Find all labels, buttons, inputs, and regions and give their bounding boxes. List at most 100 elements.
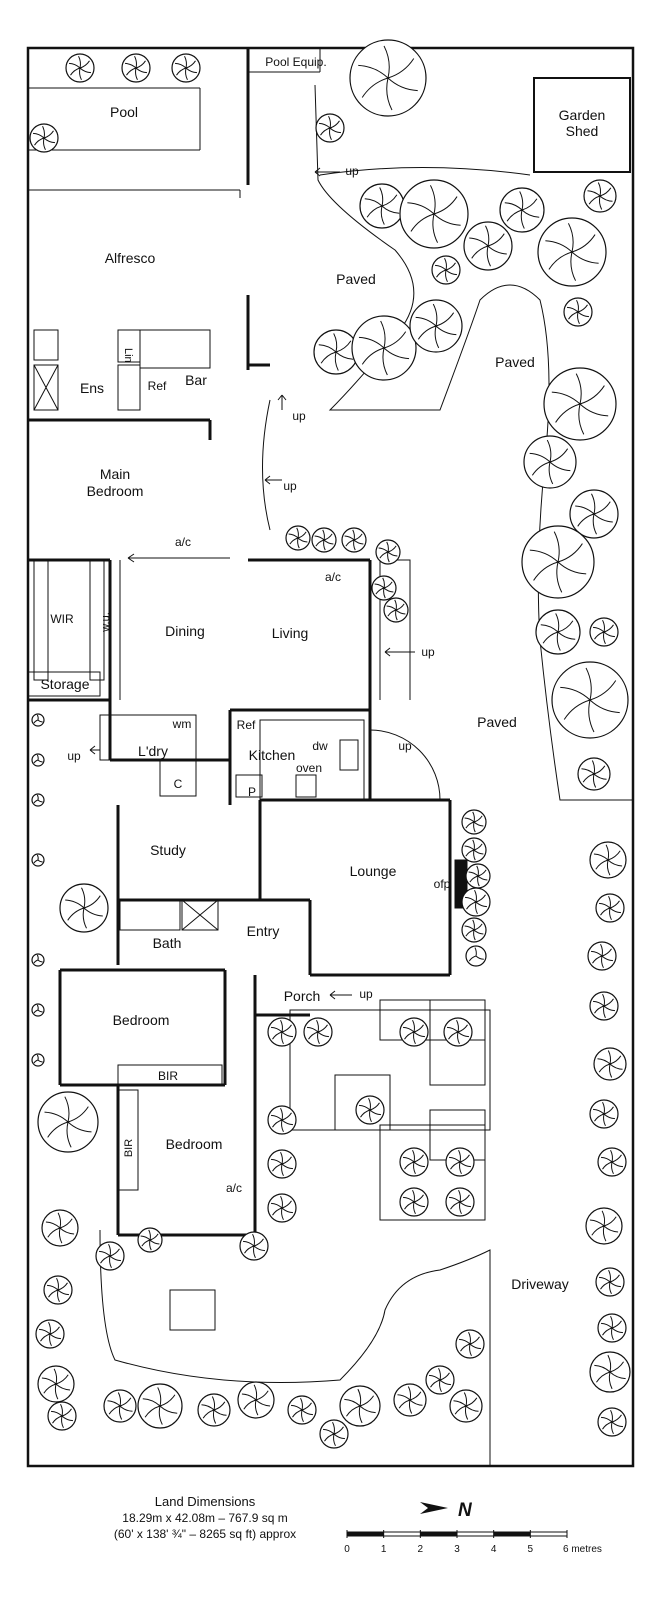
trees — [29, 39, 631, 1449]
scale-tick-label: 4 — [491, 1544, 497, 1555]
label-up-2: up — [292, 409, 306, 423]
tree-icon — [585, 1207, 623, 1245]
label-bedroom-1: Bedroom — [113, 1012, 170, 1028]
tree-icon — [355, 1095, 385, 1125]
label-entry: Entry — [247, 923, 280, 939]
label-bedroom-2: Bedroom — [166, 1136, 223, 1152]
tree-icon — [47, 1401, 77, 1431]
tree-icon — [577, 757, 611, 791]
tree-icon — [121, 53, 151, 83]
label-ac-3: a/c — [226, 1181, 242, 1195]
interior-details — [27, 329, 468, 1191]
label-living: Living — [272, 625, 309, 641]
tree-icon — [589, 1351, 631, 1393]
tree-icon — [461, 809, 487, 835]
tree-icon — [443, 1017, 473, 1047]
scale-tick-label: 1 — [381, 1544, 387, 1555]
label-up-7: up — [359, 987, 373, 1001]
tree-icon — [595, 893, 625, 923]
label-oven: oven — [296, 761, 322, 775]
label-bar: Bar — [185, 372, 207, 388]
label-study: Study — [150, 842, 186, 858]
tree-icon — [449, 1389, 483, 1423]
tree-icon — [239, 1231, 269, 1261]
tree-icon — [425, 1365, 455, 1395]
tree-icon — [35, 1319, 65, 1349]
tree-icon — [319, 1419, 349, 1449]
tree-icon — [593, 1047, 627, 1081]
label-paved-3: Paved — [477, 714, 517, 730]
label-ac-2: a/c — [325, 570, 341, 584]
label-lin: Lin — [122, 348, 134, 363]
tree-icon — [551, 661, 629, 739]
tree-icon — [589, 841, 627, 879]
tree-icon — [543, 367, 617, 441]
label-laundry: L'dry — [138, 743, 168, 759]
tree-icon — [371, 575, 397, 601]
tree-icon — [445, 1147, 475, 1177]
tree-icon — [95, 1241, 125, 1271]
label-up-6: up — [398, 739, 412, 753]
label-alfresco: Alfresco — [105, 250, 156, 266]
tree-icon — [463, 221, 513, 271]
pool-area — [28, 48, 321, 198]
label-up-5: up — [67, 749, 81, 763]
land-dimensions-title: Land Dimensions — [155, 1494, 256, 1509]
label-ofp: ofp — [434, 877, 451, 891]
label-wir: WIR — [50, 612, 74, 626]
tree-icon — [465, 863, 491, 889]
label-ac-1: a/c — [175, 535, 191, 549]
tree-icon — [341, 527, 367, 553]
tree-icon — [267, 1017, 297, 1047]
tree-icon — [37, 1365, 75, 1403]
tree-icon — [461, 917, 487, 943]
label-pool: Pool — [110, 104, 138, 120]
label-storage: Storage — [40, 676, 89, 692]
scale-tick-label: 0 — [344, 1544, 350, 1555]
tree-icon — [267, 1193, 297, 1223]
tree-icon — [31, 853, 45, 867]
tree-icon — [237, 1381, 275, 1419]
label-up-1: up — [345, 164, 359, 178]
tree-icon — [461, 887, 491, 917]
tree-icon — [431, 255, 461, 285]
label-kitchen: Kitchen — [249, 747, 296, 763]
tree-icon — [383, 597, 409, 623]
label-porch: Porch — [284, 988, 321, 1004]
tree-icon — [31, 753, 45, 767]
tree-icon — [315, 113, 345, 143]
label-ens: Ens — [80, 380, 104, 396]
tree-icon — [569, 489, 619, 539]
label-bath: Bath — [153, 935, 182, 951]
tree-icon — [359, 183, 405, 229]
label-c: C — [174, 777, 183, 791]
tree-icon — [537, 217, 607, 287]
label-lounge: Lounge — [350, 863, 397, 879]
label-up-3: up — [283, 479, 297, 493]
label-wu: w.u. — [100, 612, 112, 633]
tree-icon — [349, 39, 427, 117]
tree-icon — [59, 883, 109, 933]
label-p: P — [248, 785, 256, 799]
tree-icon — [29, 123, 59, 153]
label-driveway: Driveway — [511, 1276, 569, 1292]
tree-icon — [375, 539, 401, 565]
tree-icon — [137, 1227, 163, 1253]
up-arrows — [89, 167, 415, 1000]
tree-icon — [31, 953, 45, 967]
tree-icon — [267, 1105, 297, 1135]
label-ref-1: Ref — [148, 379, 167, 393]
north-label: N — [458, 1500, 473, 1521]
tree-icon — [597, 1407, 627, 1437]
tree-icon — [103, 1389, 137, 1423]
scale-tick-label: 6 metres — [563, 1544, 602, 1555]
label-dw: dw — [312, 739, 328, 753]
tree-icon — [311, 527, 337, 553]
tree-icon — [409, 299, 463, 353]
tree-icon — [499, 187, 545, 233]
garden-shed — [533, 77, 631, 173]
tree-icon — [589, 991, 619, 1021]
